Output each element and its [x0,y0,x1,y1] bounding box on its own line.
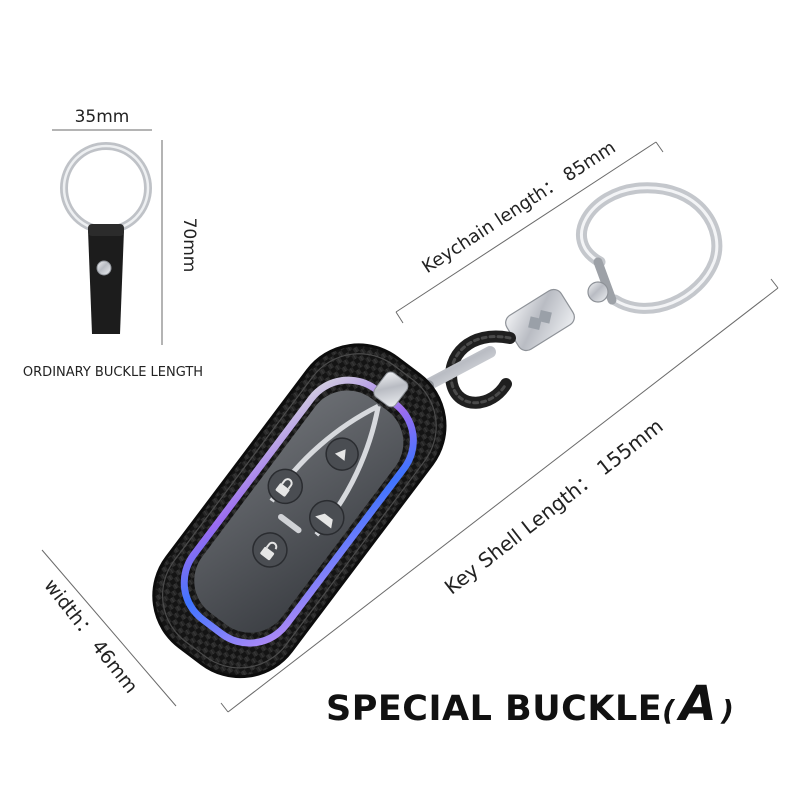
special-buckle-width-label: width： 46mm [39,575,142,698]
light-icon [334,449,346,461]
metal-hook-link [416,346,496,394]
title-variant: A [679,676,718,732]
key-shell-length-tick-start [220,702,229,713]
center-divider [277,513,302,534]
key-fob-illustration [152,182,723,679]
unlock-icon [260,546,275,561]
chrome-connector [505,288,575,352]
braid-texture [449,335,512,405]
key-shell [152,343,447,679]
ordinary-buckle-caption: ORDINARY BUCKLE LENGTH [23,365,203,380]
lock-icon-shackle [281,478,293,490]
shell-top-loop [373,371,409,408]
key-shell-length-tick-end [770,278,779,289]
car-trunk-icon [315,513,333,529]
split-ring-highlight [62,144,150,232]
key-shell-length-line [227,287,779,713]
title-text: SPECIAL BUCKLE [326,689,663,729]
lock-icon [275,483,290,497]
width-dimension-line [41,549,177,707]
shell-edge-highlight [162,353,437,669]
strap-rivet [96,260,112,276]
carabiner-gate [593,257,617,305]
ordinary-buckle-height-label: 70mm [179,218,199,273]
carabiner-highlight [580,186,719,310]
title-paren-close: ) [721,694,735,727]
special-buckle-title: SPECIAL BUCKLE(A) [326,676,796,732]
keychain-length-line [395,141,657,313]
ordinary-buckle-group: 35mm 70mm ORDINARY BUCKLE LENGTH [23,107,203,380]
key-shell-length-label: Key Shell Length： 155mm [440,414,668,599]
title-paren-open: ( [662,694,676,727]
strap-loop [88,224,124,236]
keychain-length-tick-start [395,311,404,324]
carabiner-pivot [587,281,609,303]
ordinary-buckle-width-label: 35mm [75,107,130,127]
leather-strap [88,230,124,334]
keychain-length-tick-end [655,141,664,153]
unlock-icon-shackle [265,541,278,550]
